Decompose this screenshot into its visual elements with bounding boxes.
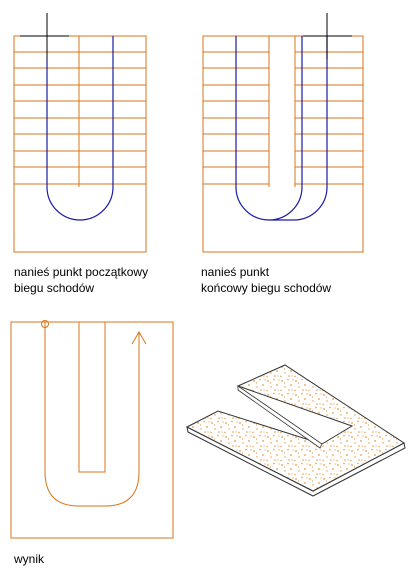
stair-outline: [10, 321, 174, 539]
direction-arrow-icon: [131, 331, 147, 345]
stair-treads: [203, 36, 363, 187]
caption-line: biegu schodów: [14, 281, 95, 295]
walk-line: [46, 36, 114, 221]
walk-line: [235, 36, 328, 221]
stair-outline: [202, 35, 364, 253]
stair-treads: [14, 36, 146, 187]
crosshair-cursor-icon: [20, 13, 69, 59]
caption-end-point: nanieś punkt końcowy biegu schodów: [201, 264, 331, 296]
inner-well: [78, 322, 106, 473]
caption-result: wynik: [14, 552, 45, 566]
caption-line: końcowy biegu schodów: [201, 281, 332, 295]
stair-outline: [13, 35, 147, 253]
crosshair-cursor-icon: [303, 13, 352, 59]
panel-end-point: [202, 13, 364, 253]
caption-line: nanieś punkt początkowy: [14, 265, 149, 279]
panel-start-point: [13, 13, 147, 253]
caption-line: nanieś punkt: [201, 265, 270, 279]
u-stair-outline: [44, 322, 140, 507]
caption-start-point: nanieś punkt początkowy biegu schodów: [14, 264, 148, 296]
isometric-stair-view: [185, 364, 406, 497]
stair-slab-edge-small: [237, 385, 323, 449]
start-marker-icon: [41, 320, 49, 328]
panel-result-plan: [10, 320, 174, 539]
